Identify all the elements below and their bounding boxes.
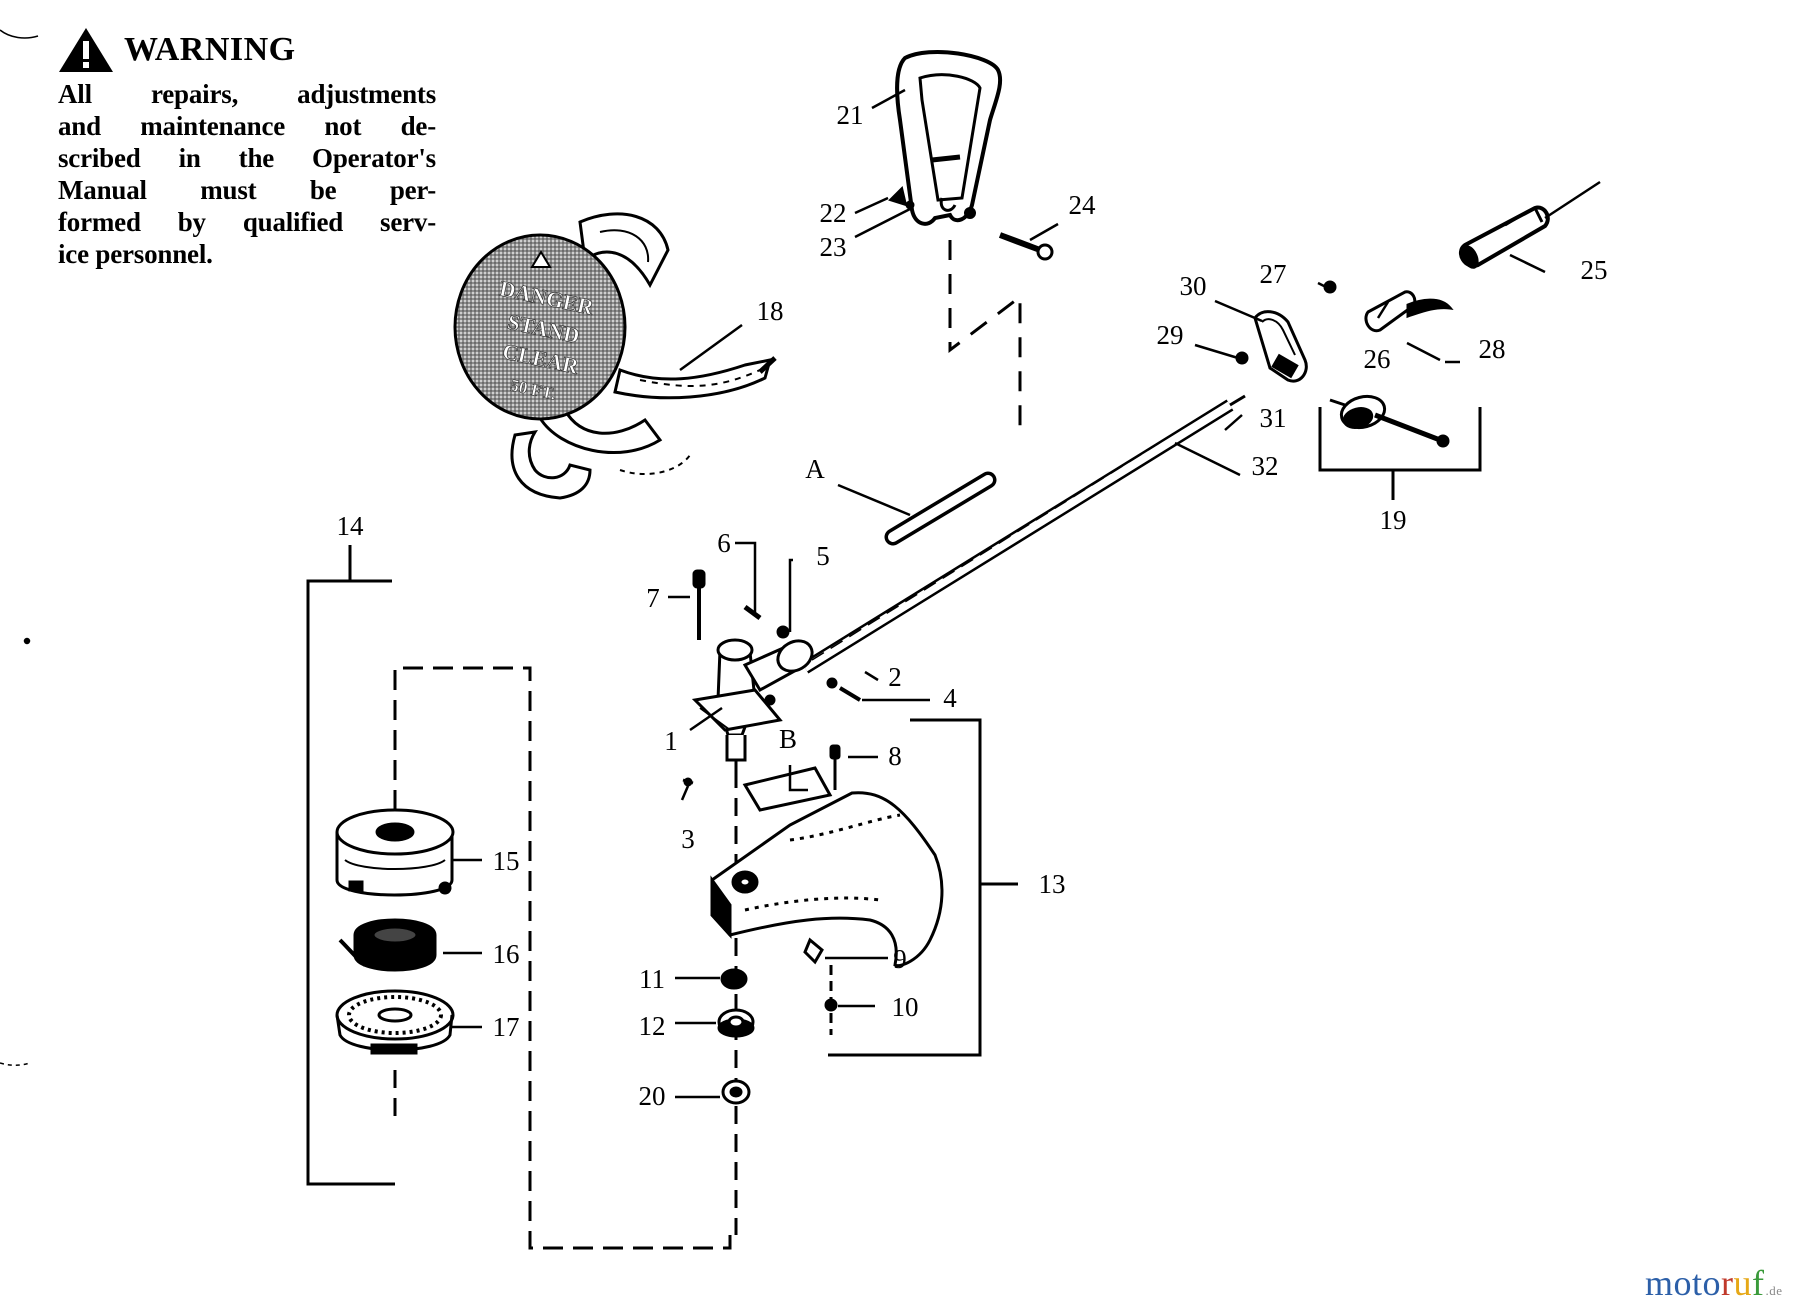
part-label-7: 7 bbox=[646, 583, 660, 613]
part-label-21: 21 bbox=[837, 100, 864, 130]
warning-text-line-6: ice personnel. bbox=[58, 239, 213, 269]
watermark-letter-6: u bbox=[1733, 1263, 1753, 1303]
part-label-1: 1 bbox=[664, 726, 678, 756]
watermark-letter-4: o bbox=[1702, 1263, 1722, 1303]
warning-text-line-1: All repairs, adjustments bbox=[58, 79, 436, 109]
gearhead-fasteners bbox=[682, 569, 862, 790]
part-label-6: 6 bbox=[717, 528, 731, 558]
drive-shaft bbox=[801, 394, 1246, 674]
trimmer-head-lines bbox=[393, 666, 732, 1250]
trimmer-head bbox=[335, 808, 455, 1055]
grass-guard bbox=[710, 791, 944, 1035]
part-label-5: 5 bbox=[816, 541, 830, 571]
brackets bbox=[306, 407, 1482, 1186]
part-label-b: B bbox=[779, 724, 797, 754]
scan-marks bbox=[0, 29, 39, 1066]
part-label-26: 26 bbox=[1364, 344, 1391, 374]
part-label-22: 22 bbox=[820, 198, 847, 228]
guard-mount-plate bbox=[742, 766, 833, 812]
watermark-letter-7: f bbox=[1752, 1263, 1765, 1303]
part-label-12: 12 bbox=[639, 1011, 666, 1041]
warning-title: WARNING bbox=[124, 31, 296, 68]
part-label-16: 16 bbox=[493, 939, 520, 969]
part-label-8: 8 bbox=[888, 741, 902, 771]
warning-text-line-3: scribed in the Operator's bbox=[58, 143, 436, 173]
part-label-25: 25 bbox=[1581, 255, 1608, 285]
part-label-28: 28 bbox=[1479, 334, 1506, 364]
part-label-24: 24 bbox=[1069, 190, 1097, 220]
part-labels: 1 2 3 4 5 6 7 8 9 10 11 12 13 14 15 16 1… bbox=[337, 100, 1608, 1111]
throttle-trigger bbox=[1323, 280, 1454, 333]
warning-triangle-icon bbox=[530, 250, 552, 268]
watermark-letter-1: m bbox=[1645, 1263, 1674, 1303]
part-label-10: 10 bbox=[892, 992, 919, 1022]
part-label-17: 17 bbox=[493, 1012, 520, 1042]
warning-text-line-2: and maintenance not de- bbox=[58, 111, 436, 141]
leader-lines bbox=[443, 88, 1546, 1099]
watermark-letter-2: o bbox=[1673, 1263, 1693, 1303]
warning-title-row: WARNING bbox=[58, 22, 436, 78]
part-label-9: 9 bbox=[893, 944, 907, 974]
warning-box: WARNING All repairs, adjustments and mai… bbox=[58, 22, 436, 270]
part-label-32: 32 bbox=[1252, 451, 1279, 481]
warning-text-line-5: formed by qualified serv- bbox=[58, 207, 436, 237]
part-label-a: A bbox=[805, 454, 825, 484]
part-label-13: 13 bbox=[1039, 869, 1066, 899]
part-label-30: 30 bbox=[1180, 271, 1207, 301]
watermark-logo: motoruf bbox=[1645, 1263, 1765, 1303]
part-label-15: 15 bbox=[493, 846, 520, 876]
throttle-grip bbox=[1458, 180, 1601, 269]
part-label-3: 3 bbox=[681, 824, 695, 854]
watermark-domain: .de bbox=[1765, 1283, 1783, 1298]
part-label-4: 4 bbox=[943, 683, 957, 713]
warning-text-line-4: Manual must be per- bbox=[58, 175, 436, 205]
clamp-knob bbox=[1329, 394, 1450, 448]
warning-triangle-icon bbox=[59, 28, 113, 72]
gearhead bbox=[691, 638, 814, 770]
harness-strap bbox=[510, 212, 777, 500]
part-label-19: 19 bbox=[1380, 505, 1407, 535]
spacer-bar bbox=[884, 471, 997, 546]
watermark-letter-5: r bbox=[1721, 1263, 1734, 1303]
switch-housing bbox=[1235, 310, 1308, 383]
part-label-18: 18 bbox=[757, 296, 784, 326]
part-label-23: 23 bbox=[820, 232, 847, 262]
part-label-29: 29 bbox=[1157, 320, 1184, 350]
watermark: motoruf.de bbox=[1645, 1262, 1783, 1304]
danger-disc: DANGER STAND CLEAR 50 FT. bbox=[453, 233, 627, 421]
part-label-27: 27 bbox=[1260, 259, 1287, 289]
handle-hardware bbox=[888, 186, 1054, 261]
assist-handle bbox=[895, 50, 1003, 226]
part-label-11: 11 bbox=[639, 964, 665, 994]
spindle-nuts bbox=[717, 968, 755, 1105]
watermark-letter-3: t bbox=[1692, 1263, 1703, 1303]
part-label-31: 31 bbox=[1260, 403, 1287, 433]
handle-alignment-line bbox=[948, 240, 1022, 430]
part-label-20: 20 bbox=[639, 1081, 666, 1111]
part-label-14: 14 bbox=[337, 511, 365, 541]
part-label-2: 2 bbox=[888, 662, 902, 692]
